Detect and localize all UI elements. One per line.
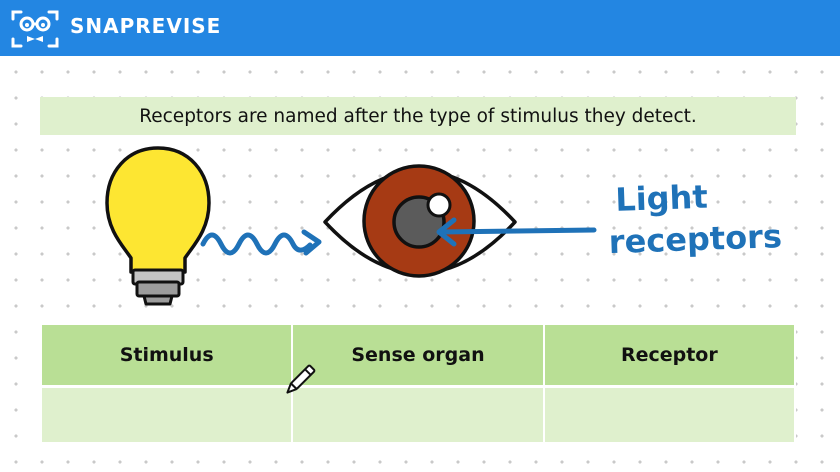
cell-sense-organ <box>291 386 545 442</box>
cell-stimulus <box>39 386 294 442</box>
header-receptor: Receptor <box>542 325 797 388</box>
light-bulb-icon <box>105 146 211 306</box>
pen-cursor-icon <box>286 364 316 394</box>
receptor-table: Stimulus Sense organ Receptor <box>39 325 797 442</box>
label-line-2: receptors <box>608 217 783 262</box>
wave-arrow-icon <box>200 229 322 256</box>
glasses-bowtie-face-icon <box>11 10 59 48</box>
table-header-row: Stimulus Sense organ Receptor <box>39 325 797 388</box>
top-bar: SNAPREVISE <box>0 0 840 56</box>
light-receptors-label: Light receptors <box>607 173 790 263</box>
brand-name: SNAPREVISE <box>70 14 222 38</box>
header-sense-organ: Sense organ <box>291 325 545 388</box>
cell-receptor <box>542 386 797 442</box>
label-line-1: Light <box>614 177 709 219</box>
eye-icon <box>323 164 517 278</box>
header-stimulus: Stimulus <box>39 325 294 388</box>
pointer-arrow-icon <box>436 217 597 247</box>
lesson-headline: Receptors are named after the type of st… <box>40 97 796 135</box>
table-row <box>39 386 797 442</box>
